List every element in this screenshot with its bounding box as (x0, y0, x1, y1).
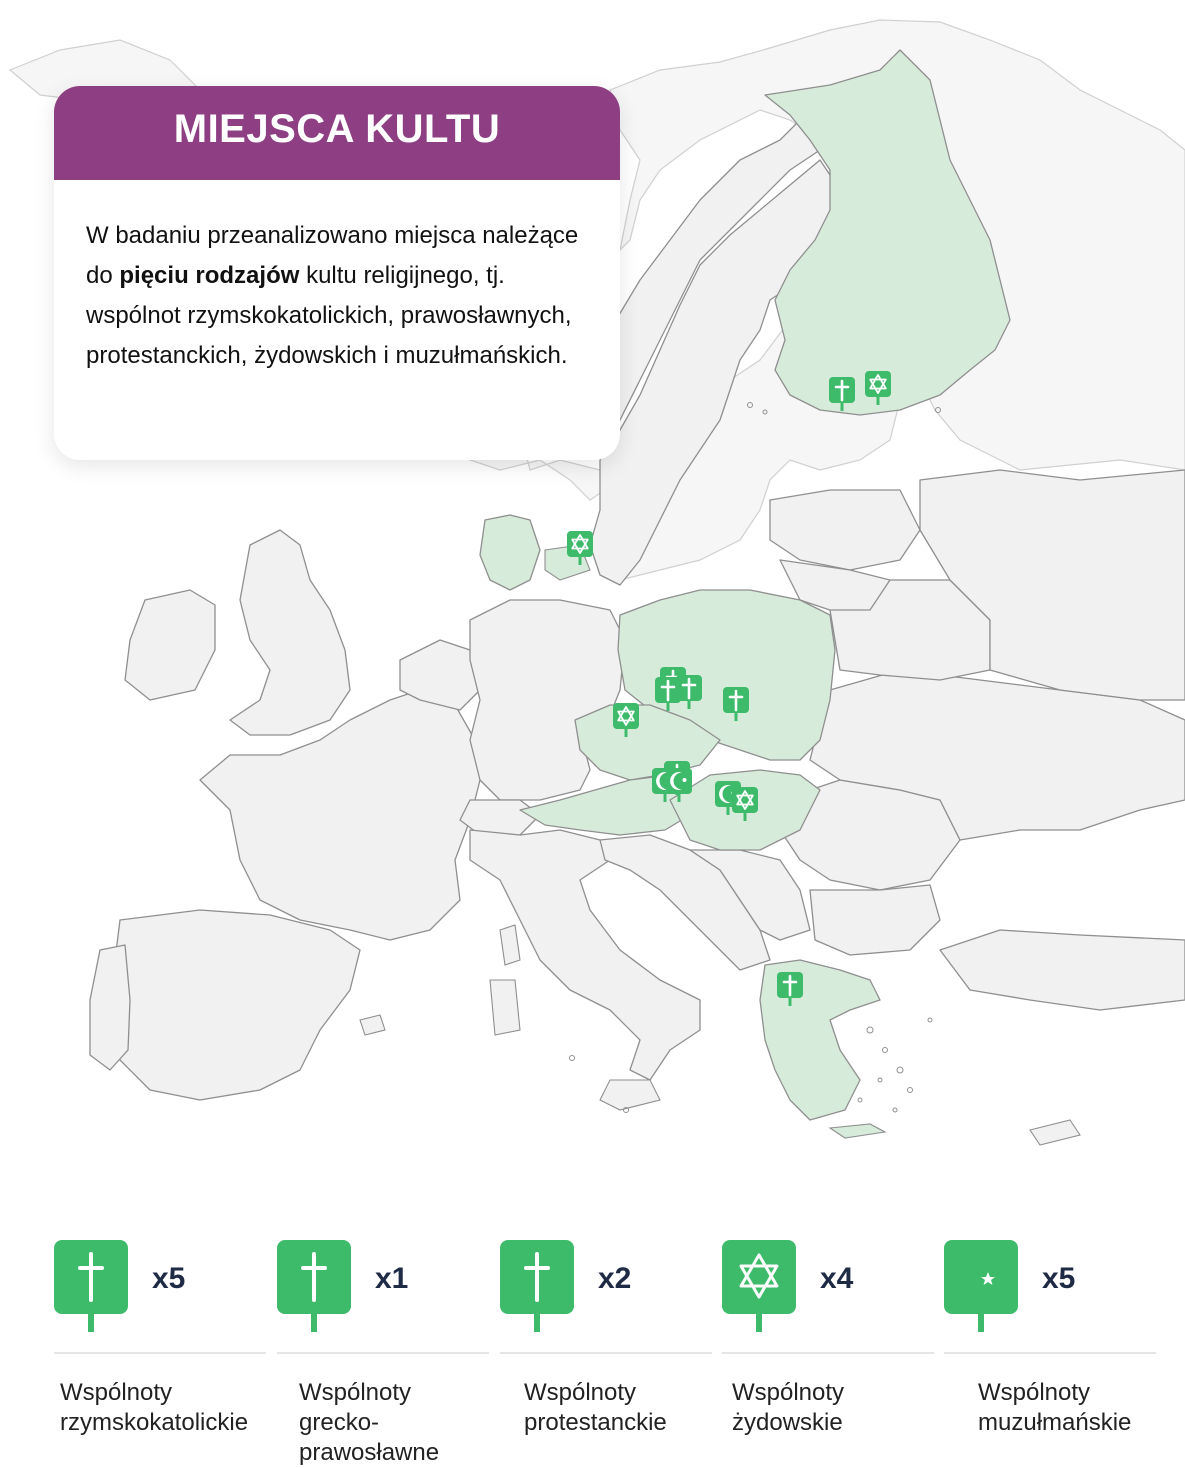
latin-cross-icon (54, 1240, 128, 1332)
map-marker-star-of-david-icon (613, 703, 639, 737)
legend-count: x5 (1042, 1262, 1076, 1295)
info-card: MIEJSCA KULTU W badaniu przeanalizowano … (54, 86, 620, 460)
map-marker-latin-cross-icon (655, 677, 681, 711)
map-marker-crescent-star-icon (666, 768, 692, 802)
latin-cross-icon (500, 1240, 574, 1332)
info-header: MIEJSCA KULTU (54, 86, 620, 180)
crescent-star-icon (944, 1240, 1018, 1332)
legend-count: x5 (152, 1262, 186, 1295)
map-marker-star-of-david-icon (567, 531, 593, 565)
legend-divider (944, 1352, 1156, 1354)
markers-layer (567, 371, 891, 1006)
legend-count: x4 (820, 1262, 854, 1295)
info-text-bold: pięciu rodzajów (119, 262, 300, 289)
legend-divider (277, 1352, 489, 1354)
country-denmark (479, 514, 541, 591)
country-finland (764, 49, 1011, 416)
map-marker-star-of-david-icon (865, 371, 891, 405)
europe-map (8, 19, 1185, 1146)
info-text: W badaniu przeanalizowano miejsca należą… (86, 216, 586, 376)
legend-count: x2 (598, 1262, 632, 1295)
legend-count: x1 (375, 1262, 409, 1295)
small-islands (569, 402, 941, 1113)
map-marker-latin-cross-icon (676, 675, 702, 709)
map-marker-latin-cross-icon (829, 377, 855, 411)
map-marker-latin-cross-icon (723, 687, 749, 721)
base-countries (89, 119, 1185, 1146)
map-marker-star-of-david-icon (732, 787, 758, 821)
legend-divider (54, 1352, 266, 1354)
star-of-david-icon (722, 1240, 796, 1332)
map-marker-latin-cross-icon (777, 972, 803, 1006)
latin-cross-icon (277, 1240, 351, 1332)
info-text-start: W badaniu przeanalizowano miejsca należą… (86, 222, 579, 289)
info-text-end: kultu religijnego, tj. wspólnot rzymskok… (86, 262, 572, 369)
highlighted-countries (479, 49, 1011, 1139)
page-title: MIEJSCA KULTU (173, 106, 501, 151)
legend-divider (722, 1352, 934, 1354)
legend-divider (500, 1352, 712, 1354)
